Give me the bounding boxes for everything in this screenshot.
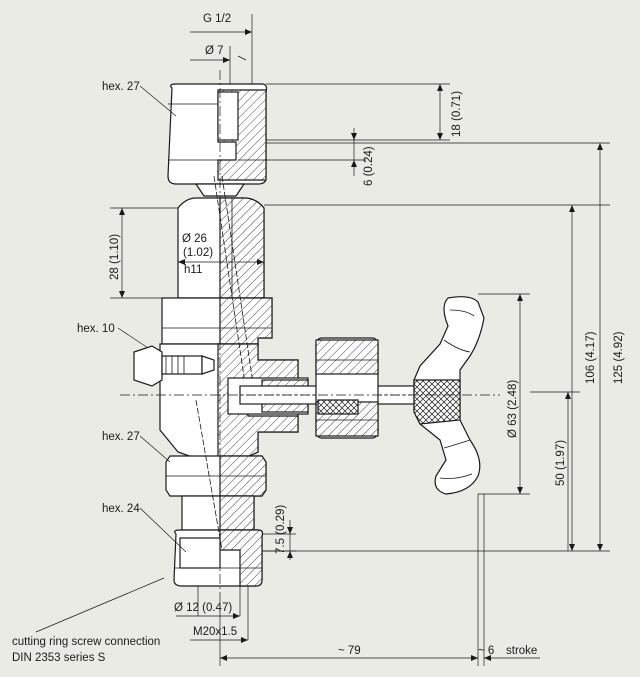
- label-stroke: stroke: [506, 645, 537, 657]
- label-dim125: 125 (4.92): [613, 331, 625, 384]
- label-hex27-top: hex. 27: [102, 81, 140, 93]
- valve-stem: [227, 337, 441, 439]
- label-g-half: G 1/2: [203, 13, 231, 25]
- label-dim50: 50 (1.97): [555, 440, 567, 486]
- label-dia7: Ø 7: [205, 45, 224, 57]
- label-cutting-line2: DIN 2353 series S: [12, 652, 106, 664]
- label-m20: M20x1.5: [193, 626, 237, 638]
- label-hex10: hex. 10: [77, 323, 115, 335]
- label-dim18: 18 (0.71): [451, 91, 463, 137]
- vent-screw: [133, 345, 215, 387]
- label-dia63: Ø 63 (2.48): [507, 380, 519, 438]
- label-dim7-5: 7.5 (0.29): [275, 505, 287, 554]
- label-h11: h11: [184, 264, 202, 276]
- label-dia26-in: (1.02): [183, 247, 213, 259]
- text-labels: G 1/2 Ø 7 hex. 27 18 (0.71) 6 (0.24) 28 …: [12, 13, 625, 664]
- upper-body-section: [219, 197, 265, 299]
- label-hex24: hex. 24: [102, 503, 140, 515]
- label-dia12: Ø 12 (0.47): [174, 602, 232, 614]
- label-dim79: ~ 79: [338, 645, 361, 657]
- top-bore: [217, 91, 239, 141]
- dimension-lines: [35, 14, 610, 666]
- valve-body: [159, 83, 299, 587]
- label-dim6: 6 (0.24): [363, 146, 375, 186]
- label-dim106: 106 (4.17): [585, 331, 597, 384]
- label-dim28: 28 (1.10): [109, 234, 121, 280]
- label-dia26: Ø 26: [182, 233, 207, 245]
- label-dim-6: ~ 6: [478, 645, 494, 657]
- center-lines: [120, 70, 500, 610]
- label-cutting-line1: cutting ring screw connection: [12, 636, 160, 648]
- label-hex27-mid: hex. 27: [102, 431, 140, 443]
